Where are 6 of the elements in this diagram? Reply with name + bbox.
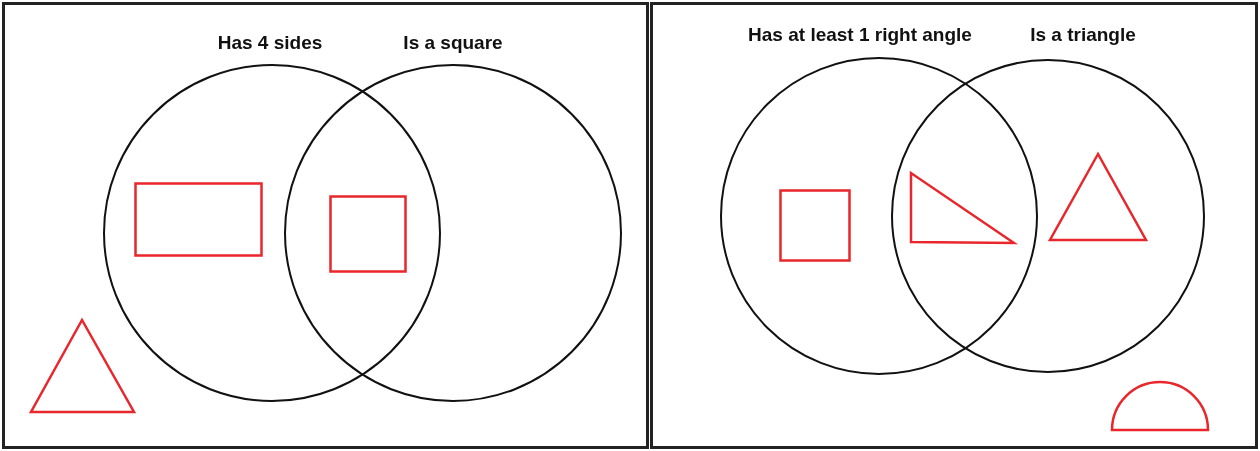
set-label: Is a square	[403, 32, 503, 54]
panel	[650, 2, 1258, 449]
panel	[2, 2, 649, 449]
set-label: Is a triangle	[1030, 24, 1136, 46]
set-label: Has 4 sides	[217, 32, 323, 54]
set-label: Has at least 1 right angle	[748, 24, 972, 46]
